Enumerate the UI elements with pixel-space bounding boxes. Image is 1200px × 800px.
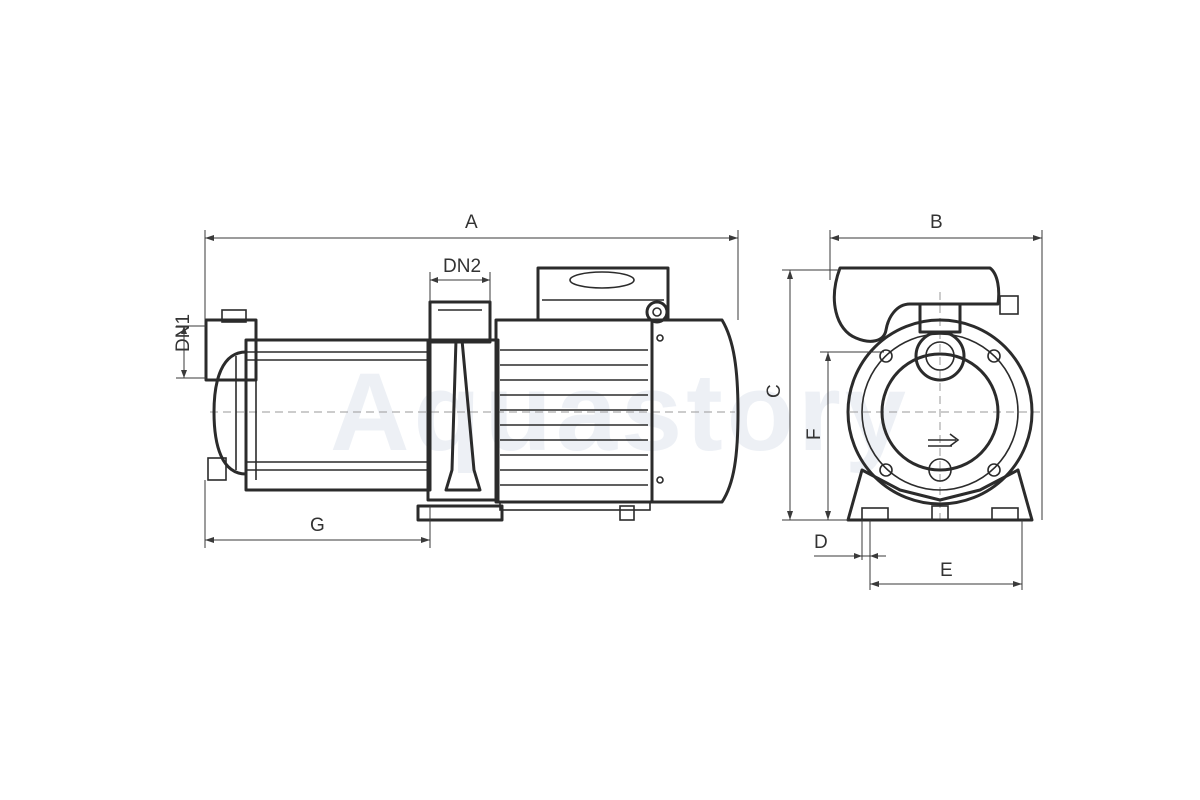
label-a: A xyxy=(465,212,478,233)
dimension-lines xyxy=(176,230,1043,590)
label-dn2: DN2 xyxy=(443,256,481,277)
dimension-labels: A DN2 DN1 G B C F D E xyxy=(173,212,953,581)
label-b: B xyxy=(930,212,943,233)
discharge-port xyxy=(428,300,492,344)
suction-port xyxy=(204,318,258,382)
pump-front-view xyxy=(832,266,1040,522)
fan-cover xyxy=(650,318,740,504)
impeller-cover xyxy=(880,352,1000,472)
flow-arrow-icon xyxy=(928,433,960,447)
label-e: E xyxy=(940,560,953,581)
label-dn1: DN1 xyxy=(173,314,194,352)
terminal-box xyxy=(536,266,670,322)
label-d: D xyxy=(814,532,828,553)
front-base xyxy=(846,468,1034,522)
discharge-opening xyxy=(914,330,966,382)
label-g: G xyxy=(310,515,325,536)
cooling-fins xyxy=(500,349,648,486)
end-cap xyxy=(212,350,248,476)
volute-casing xyxy=(846,318,1034,506)
label-c: C xyxy=(764,384,785,398)
terminal-cover-front xyxy=(832,266,1001,343)
cable-gland xyxy=(645,300,669,324)
mounting-foot xyxy=(444,338,482,492)
stage-body xyxy=(244,338,432,492)
pump-side-view xyxy=(204,266,740,522)
label-f: F xyxy=(804,428,825,440)
